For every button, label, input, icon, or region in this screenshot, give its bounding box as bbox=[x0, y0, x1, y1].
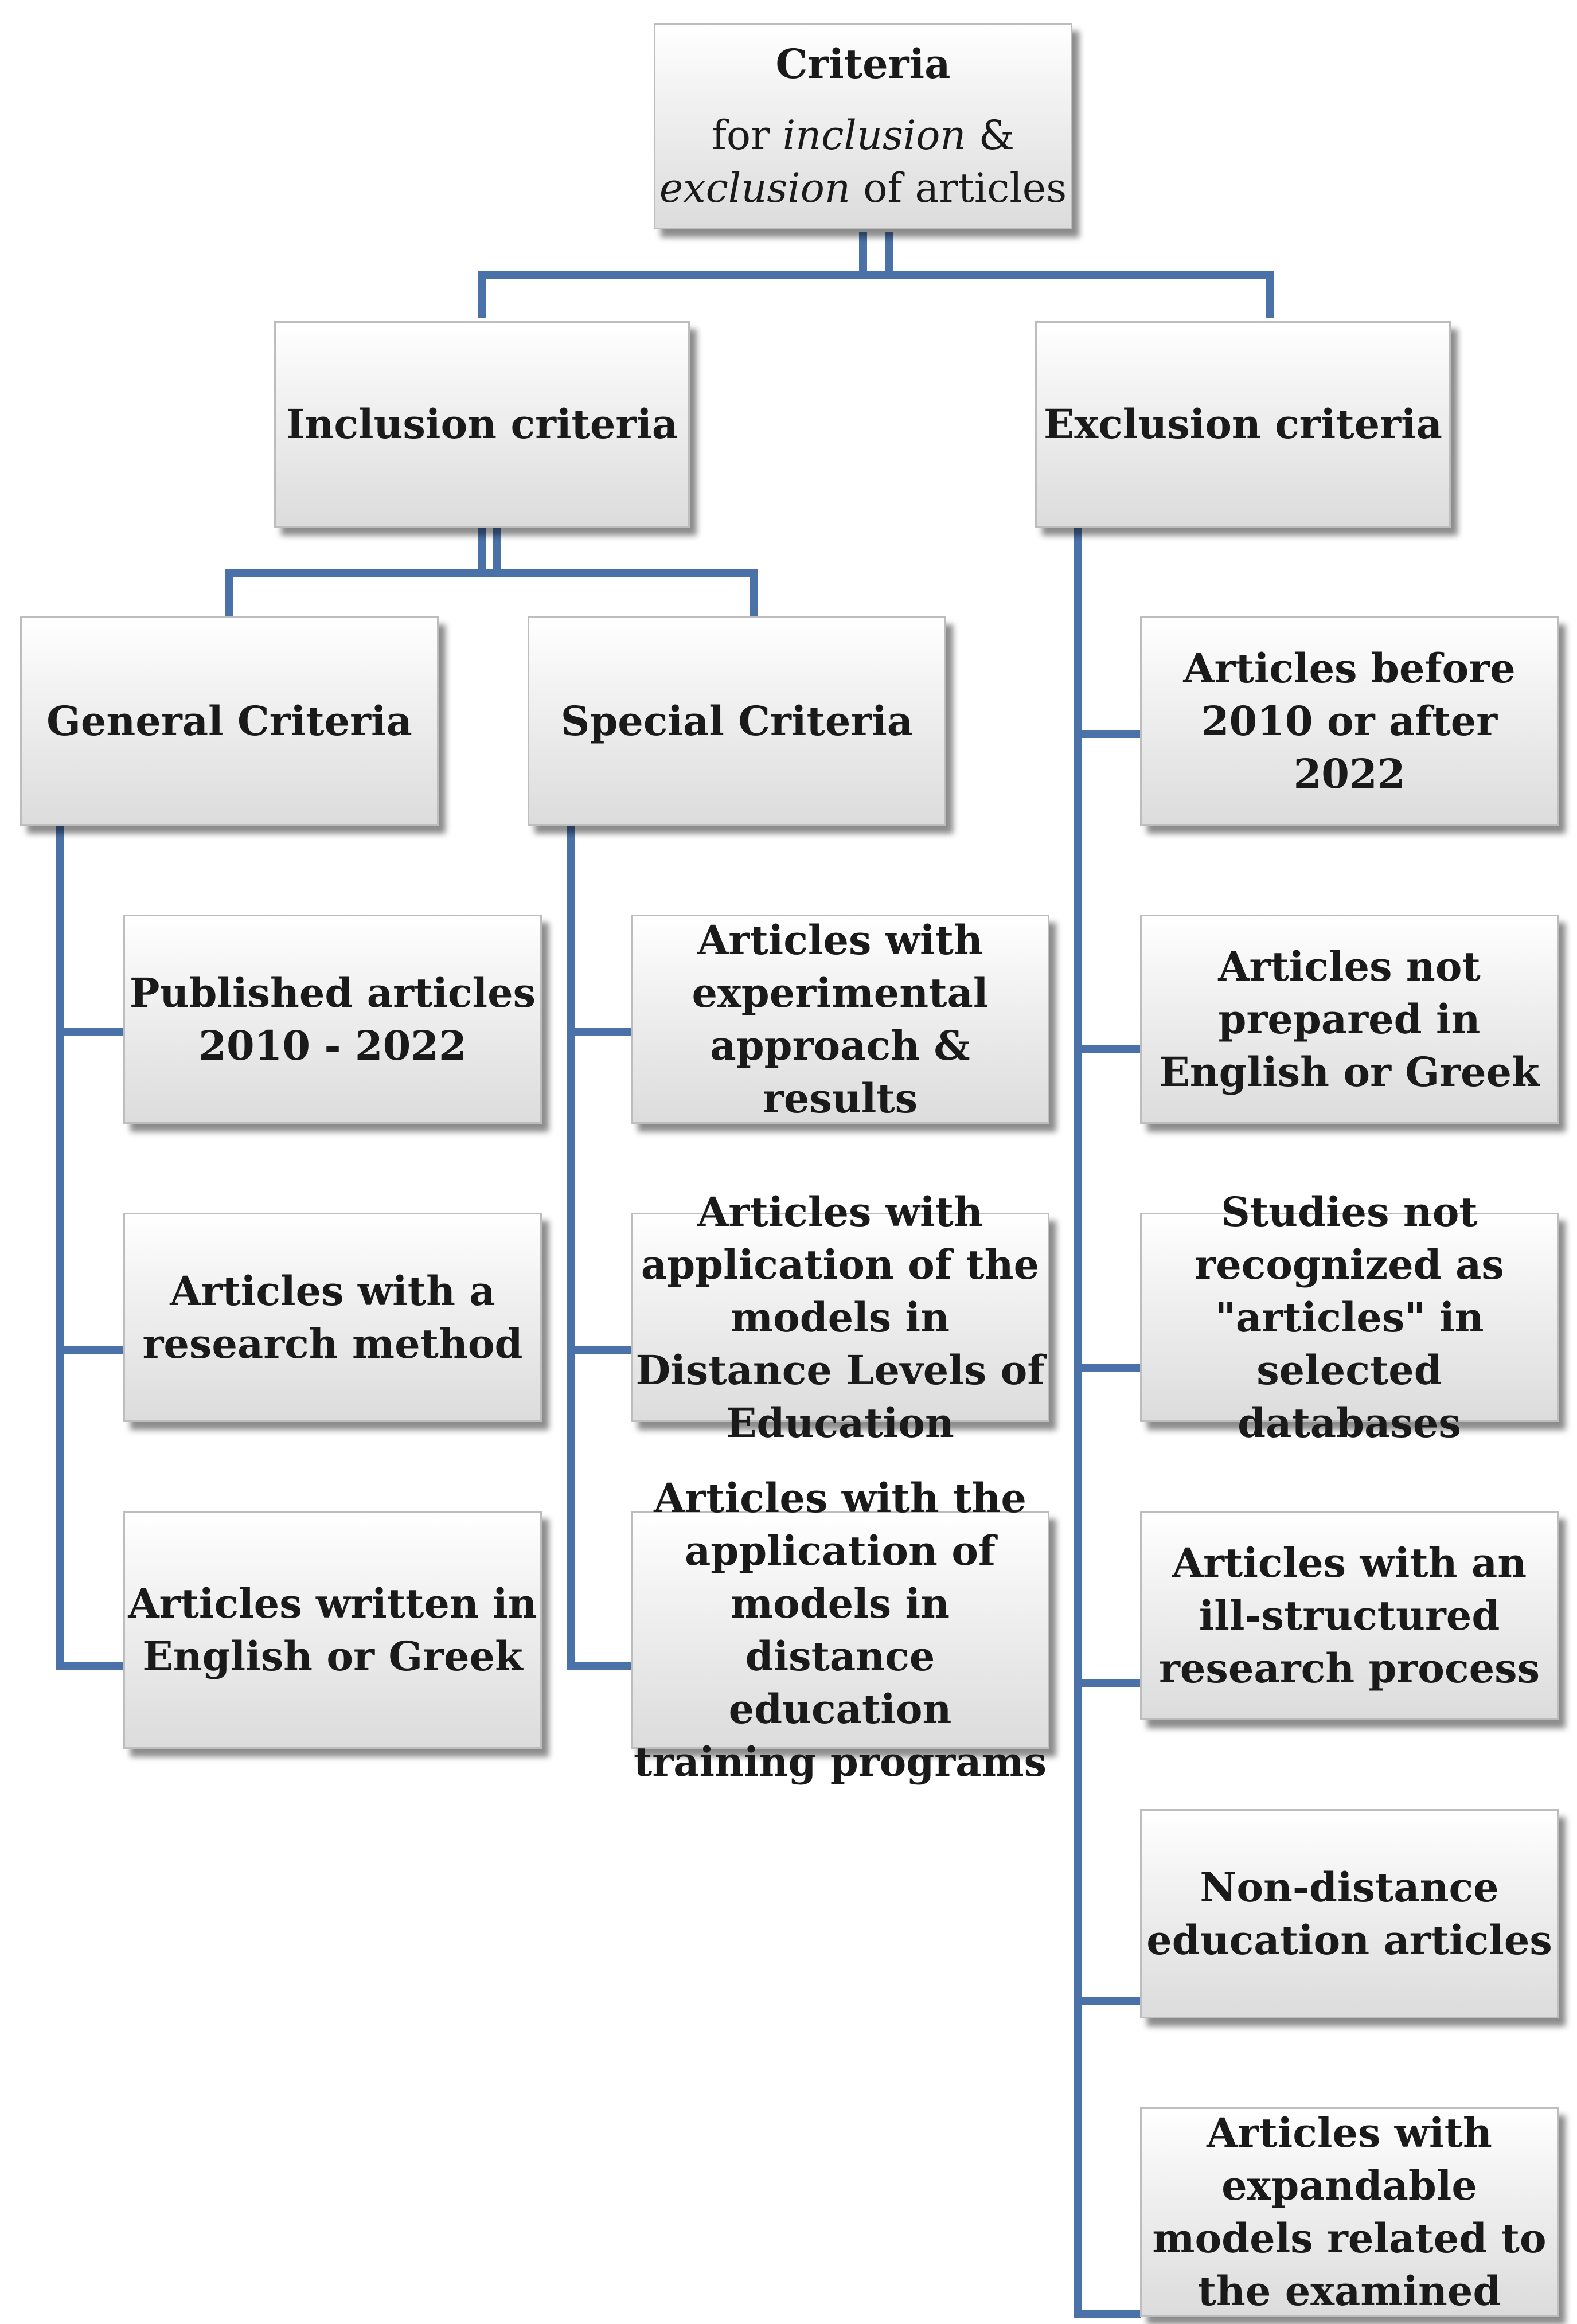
exclusion-item: Articles not prepared in English or Gree… bbox=[1140, 915, 1559, 1124]
general-item: Published articles 2010 - 2022 bbox=[123, 915, 542, 1124]
general-item: Articles with a research method bbox=[123, 1213, 542, 1422]
special-item-text: Articles with application of the models … bbox=[635, 1188, 1045, 1447]
root-line3: exclusion of articles bbox=[659, 165, 1067, 212]
exclusion-item-text: Non-distance education articles bbox=[1146, 1863, 1552, 1964]
general-item-text: Articles written in English or Greek bbox=[128, 1579, 537, 1680]
special-criteria-label: Special Criteria bbox=[560, 697, 914, 745]
special-item-text: Articles with experimental approach & re… bbox=[692, 916, 989, 1122]
special-item: Articles with the application of models … bbox=[631, 1474, 1049, 1786]
special-item: Articles with experimental approach & re… bbox=[631, 915, 1049, 1124]
exclusion-item-text: Studies not recognized as "articles" in … bbox=[1195, 1188, 1504, 1447]
general-item: Articles written in English or Greek bbox=[123, 1511, 542, 1749]
general-item-text: Articles with a research method bbox=[142, 1267, 523, 1368]
connector-root bbox=[478, 232, 1274, 318]
connector-general bbox=[56, 826, 123, 1670]
exclusion-item: Articles with an ill-structured research… bbox=[1140, 1511, 1559, 1720]
exclusion-item: Articles before 2010 or after 2022 bbox=[1140, 616, 1559, 826]
exclusion-item-text: Articles not prepared in English or Gree… bbox=[1159, 942, 1540, 1096]
exclusion-criteria-label: Exclusion criteria bbox=[1044, 400, 1442, 448]
exclusion-criteria-box: Exclusion criteria bbox=[1035, 321, 1451, 528]
inclusion-criteria-box: Inclusion criteria bbox=[274, 321, 690, 528]
connector-inclusion bbox=[225, 528, 758, 616]
exclusion-item: Articles with expandable models related … bbox=[1140, 2107, 1559, 2317]
general-criteria-box: General Criteria bbox=[20, 616, 439, 826]
special-item-text: Articles with the application of models … bbox=[633, 1474, 1047, 1786]
exclusion-item: Non-distance education articles bbox=[1140, 1809, 1559, 2018]
exclusion-item-text: Articles with expandable models related … bbox=[1152, 2108, 1547, 2315]
connector-exclusion bbox=[1074, 528, 1141, 2318]
special-criteria-box: Special Criteria bbox=[528, 616, 946, 826]
exclusion-item: Studies not recognized as "articles" in … bbox=[1140, 1188, 1559, 1447]
general-criteria-label: General Criteria bbox=[46, 697, 412, 745]
exclusion-item-text: Articles before 2010 or after 2022 bbox=[1183, 644, 1516, 798]
special-item: Articles with application of the models … bbox=[631, 1188, 1049, 1447]
general-item-text: Published articles 2010 - 2022 bbox=[129, 968, 536, 1069]
root-line2: for inclusion & bbox=[711, 112, 1014, 159]
root-criteria-box: Criteria for inclusion & exclusion of ar… bbox=[654, 23, 1072, 229]
connector-special bbox=[567, 826, 634, 1670]
inclusion-criteria-label: Inclusion criteria bbox=[286, 400, 678, 448]
root-title: Criteria bbox=[775, 40, 951, 88]
exclusion-item-text: Articles with an ill-structured research… bbox=[1159, 1538, 1540, 1692]
